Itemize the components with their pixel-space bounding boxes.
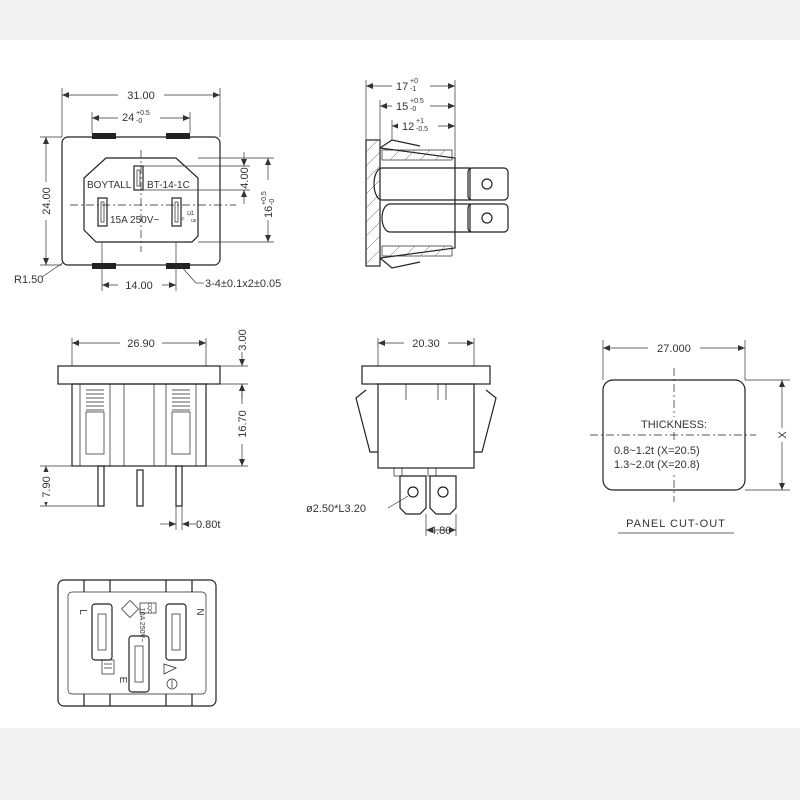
mount-holes-dim: 3-4±0.1x2±0.05	[205, 278, 281, 290]
thickness-label: THICKNESS:	[641, 419, 707, 431]
end-body	[377, 383, 475, 469]
rear-label-e: E	[117, 677, 128, 684]
cutout-caption: PANEL CUT-OUT	[626, 518, 726, 530]
bottom-gray-band	[0, 728, 800, 800]
panel-cutout-view: THICKNESS: 0.8~1.2t (X=20.5) 1.3~2.0t (X…	[590, 340, 790, 534]
flange-dim: 3.00	[237, 329, 249, 350]
body-height-dim: 16.70	[237, 410, 249, 438]
bottom-pin-left	[97, 465, 105, 507]
slot-height-tol-plus: +0.5	[261, 191, 268, 205]
rear-label-l: L	[77, 609, 88, 615]
inlet-outline	[83, 157, 199, 243]
rear-diamond-mark	[121, 600, 139, 618]
model-label: BT-14-1C	[147, 180, 190, 191]
pin-thickness-dim: 0.80t	[196, 519, 220, 531]
bottom-pin-right	[175, 465, 183, 507]
radius-dim: R1.50	[14, 274, 43, 286]
side-contact-upper	[373, 167, 471, 201]
side-dim2: 15	[396, 101, 408, 113]
bottom-left-tab	[92, 263, 116, 269]
cutout-height-dim: X	[777, 431, 789, 439]
bottom-right-tab	[166, 263, 190, 269]
rating-label: 15A 250V~	[110, 215, 159, 226]
rear-ground-mark	[166, 678, 178, 690]
rear-outer	[57, 579, 217, 707]
inner-width-tol-minus: -0	[136, 118, 142, 125]
rear-cqc-mark: CQC	[146, 602, 152, 614]
brand-label: BOYTALL	[87, 180, 132, 191]
bottom-width-dim: 26.90	[127, 338, 155, 350]
side-dim1-tol-minus: -1	[410, 86, 416, 93]
front-view: BOYTALL BT-14-1C 15A 250V~ c UL us 31.00…	[14, 88, 281, 292]
side-contact-lower	[381, 203, 471, 233]
rear-view: L N E CQC 10A 250V~	[57, 579, 217, 707]
front-height-dim: 24.00	[41, 187, 53, 215]
end-width-dim: 20.30	[412, 338, 440, 350]
rear-slot-neutral	[165, 603, 187, 661]
end-spring-left	[355, 389, 378, 453]
neutral-contact	[171, 197, 182, 227]
side-view: 17 +0 -1 15 +0.5 -0 12 +1 -0.5	[365, 78, 509, 269]
side-dim1: 17	[396, 81, 408, 93]
end-terminal-right	[429, 475, 457, 515]
side-dim3-tol-plus: +1	[416, 118, 424, 125]
rear-label-n: N	[194, 608, 205, 615]
side-body	[379, 147, 456, 259]
side-dim2-tol-plus: +0.5	[410, 98, 424, 105]
bottom-flange	[57, 365, 221, 385]
ul-c-label: c	[182, 216, 185, 222]
end-terminal-left	[399, 475, 427, 515]
thickness-row1: 0.8~1.2t (X=20.5)	[614, 445, 700, 457]
slot-height-tol-minus: -0	[269, 199, 276, 205]
thickness-row2: 1.3~2.0t (X=20.8)	[614, 459, 700, 471]
bottom-pin-center	[136, 469, 144, 507]
end-spring-right	[474, 389, 497, 453]
pin-spacing-dim: 14.00	[125, 280, 153, 292]
side-dim2-tol-minus: -0	[410, 106, 416, 113]
line-contact	[97, 197, 108, 227]
side-dim1-tol-plus: +0	[410, 78, 418, 85]
side-terminal-upper	[467, 167, 509, 201]
rear-inner	[67, 591, 207, 695]
front-width-dim: 31.00	[127, 90, 155, 102]
rear-rating: 10A 250V~	[138, 608, 145, 642]
ul-mark-label: UL	[187, 211, 195, 217]
ul-us-label: us	[191, 218, 197, 224]
cutout-width-dim: 27.000	[657, 343, 691, 355]
rear-cert-mark	[101, 659, 115, 675]
hole-dim: ø2.50*L3.20	[306, 503, 366, 515]
end-view: 20.30 ø2.50*L3.20 4.80	[306, 336, 497, 537]
side-dim3-tol-minus: -0.5	[416, 126, 428, 133]
pin-height-dim: 4.00	[239, 167, 251, 188]
pin-length-dim: 7.90	[41, 476, 53, 497]
side-terminal-lower	[467, 203, 509, 233]
end-flange	[361, 365, 491, 385]
inner-width-dim: 24	[122, 112, 134, 124]
side-flange	[365, 139, 381, 267]
top-gray-band	[0, 0, 800, 40]
inner-width-tol-plus: +0.5	[136, 110, 150, 117]
rear-slot-earth	[128, 635, 150, 693]
side-dim3: 12	[402, 121, 414, 133]
rear-slot-line	[91, 603, 113, 661]
front-body-outline	[61, 136, 221, 266]
rear-triangle-mark	[163, 663, 177, 675]
tab-width-dim: 4.80	[430, 525, 451, 537]
slot-height-dim: 16	[263, 206, 275, 218]
top-right-tab	[166, 133, 190, 139]
top-left-tab	[92, 133, 116, 139]
earth-contact	[133, 165, 144, 191]
bottom-view: 26.90 3.00 16.70 7.90 0.80t	[38, 329, 249, 531]
